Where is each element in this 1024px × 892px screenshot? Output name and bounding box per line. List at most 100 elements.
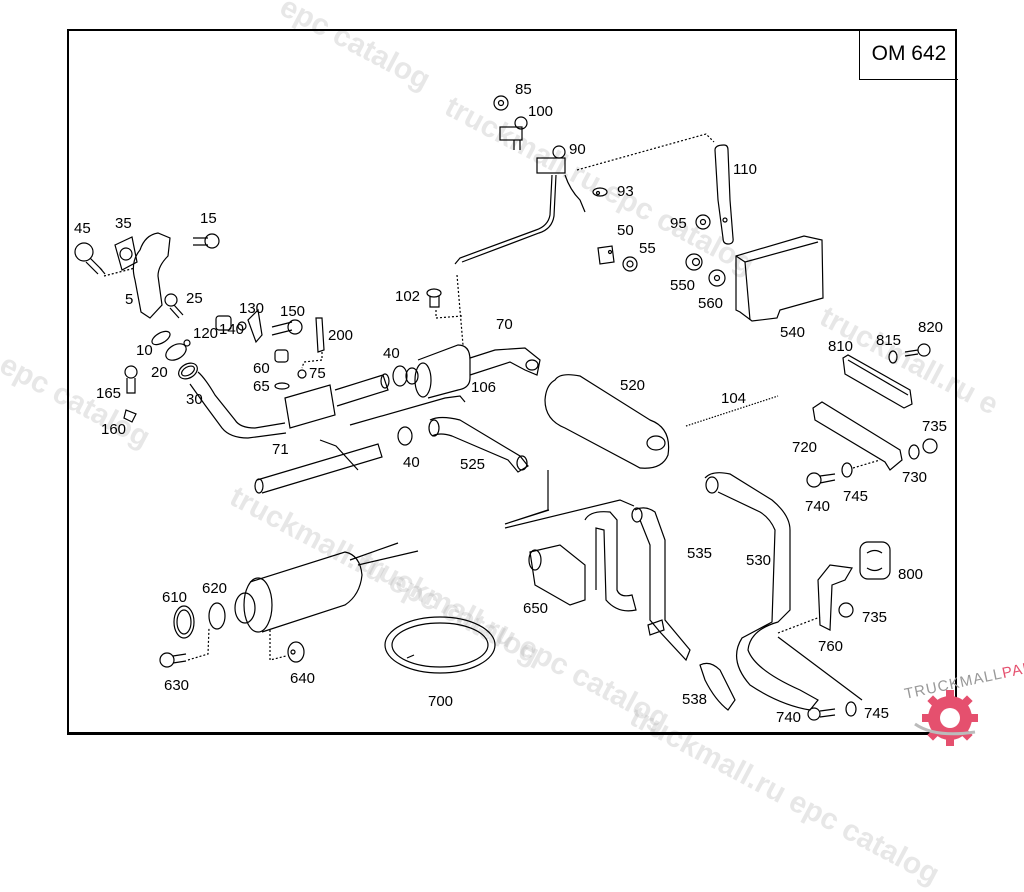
part-label[interactable]: 745 (864, 705, 890, 722)
clamp-40 (397, 426, 413, 446)
part-label[interactable]: 735 (922, 418, 948, 435)
part-label[interactable]: 538 (682, 691, 708, 708)
part-label[interactable]: 810 (828, 338, 854, 355)
engine-code-label: OM 642 (859, 29, 958, 80)
washer-85 (493, 95, 509, 111)
part-label[interactable]: 40 (383, 345, 400, 362)
part-label[interactable]: 90 (569, 141, 586, 158)
part-label[interactable]: 550 (670, 277, 696, 294)
leader-line (777, 636, 863, 701)
part-label[interactable]: 65 (253, 378, 270, 395)
leader-line (269, 630, 287, 661)
front-pipe-edge (189, 383, 287, 439)
part-label[interactable]: 735 (862, 609, 888, 626)
part-label[interactable]: 800 (898, 566, 924, 583)
part-label[interactable]: 40 (403, 454, 420, 471)
part-label[interactable]: 640 (290, 670, 316, 687)
leader-line (187, 627, 210, 661)
part-label[interactable]: 620 (202, 580, 228, 597)
part-label[interactable]: 560 (698, 295, 724, 312)
washer-745 (841, 462, 853, 478)
part-label[interactable]: 650 (523, 600, 549, 617)
part-label[interactable]: 104 (721, 390, 747, 407)
part-label[interactable]: 610 (162, 589, 188, 606)
part-label[interactable]: 525 (460, 456, 486, 473)
part-label[interactable]: 200 (328, 327, 354, 344)
nut-735b (838, 602, 854, 618)
bracket-130 (247, 308, 263, 344)
catalytic-converter (284, 373, 390, 429)
part-label[interactable]: 85 (515, 81, 532, 98)
leader-line (777, 616, 821, 634)
bolt-630 (159, 652, 187, 668)
part-label[interactable]: 745 (843, 488, 869, 505)
part-label[interactable]: 160 (101, 421, 127, 438)
part-label[interactable]: 530 (746, 552, 772, 569)
part-label[interactable]: 165 (96, 385, 122, 402)
pipe-525 (428, 416, 529, 473)
silencer-650 (528, 511, 637, 612)
bolt-165 (124, 365, 138, 394)
part-label[interactable]: 30 (186, 391, 203, 408)
part-label[interactable]: 140 (219, 321, 245, 338)
part-label[interactable]: 150 (280, 303, 306, 320)
rod-106 (349, 395, 466, 426)
part-label[interactable]: 10 (136, 342, 153, 359)
part-label[interactable]: 630 (164, 677, 190, 694)
heat-shield-540 (735, 235, 824, 322)
part-label[interactable]: 25 (186, 290, 203, 307)
part-label[interactable]: 93 (617, 183, 634, 200)
bolt-820 (904, 343, 931, 357)
part-label[interactable]: 540 (780, 324, 806, 341)
part-label[interactable]: 75 (309, 365, 326, 382)
clip-pipe-535 (647, 619, 665, 636)
part-label[interactable]: 760 (818, 638, 844, 655)
washer-745b (845, 701, 857, 717)
part-label[interactable]: 20 (151, 364, 168, 381)
part-label[interactable]: 106 (471, 379, 497, 396)
bolt-45 (74, 242, 106, 275)
grommet-640 (287, 641, 305, 663)
gasket-120 (215, 315, 232, 331)
part-label[interactable]: 130 (239, 300, 265, 317)
truckmall-parts-logo: TRUCKMALLPARTS (895, 654, 1024, 750)
clip-93 (592, 187, 608, 197)
part-label[interactable]: 100 (528, 103, 554, 120)
part-label[interactable]: 35 (115, 215, 132, 232)
tailpipe-530 (704, 472, 819, 711)
part-label[interactable]: 815 (876, 332, 902, 349)
part-label[interactable]: 535 (687, 545, 713, 562)
part-label[interactable]: 730 (902, 469, 928, 486)
part-label[interactable]: 5 (125, 291, 134, 308)
part-label[interactable]: 700 (428, 693, 454, 710)
part-label[interactable]: 120 (193, 325, 219, 342)
part-label[interactable]: 70 (496, 316, 513, 333)
leader-line (852, 459, 881, 469)
pressure-sensor-100 (499, 116, 528, 150)
leader-line (504, 499, 635, 529)
part-label[interactable]: 740 (805, 498, 831, 515)
hanger-760 (817, 564, 853, 631)
part-label[interactable]: 102 (395, 288, 421, 305)
exhaust-pipe-5 (132, 232, 171, 319)
sensor-hose-102 (454, 174, 553, 265)
leader-line (103, 267, 136, 277)
part-label[interactable]: 820 (918, 319, 944, 336)
part-label[interactable]: 740 (776, 709, 802, 726)
part-label[interactable]: 50 (617, 222, 634, 239)
part-label[interactable]: 110 (733, 161, 757, 178)
part-label[interactable]: 55 (639, 240, 656, 257)
bracket-810 (842, 354, 913, 409)
bracket-110 (714, 144, 734, 245)
gasket-35 (114, 236, 138, 271)
part-label[interactable]: 15 (200, 210, 217, 227)
part-label[interactable]: 720 (792, 439, 818, 456)
front-pipe-30 (197, 371, 286, 429)
part-label[interactable]: 71 (272, 441, 289, 458)
part-label[interactable]: 45 (74, 220, 91, 237)
part-label[interactable]: 60 (253, 360, 270, 377)
diagram-frame (67, 29, 957, 735)
part-label[interactable]: 95 (670, 215, 687, 232)
part-label[interactable]: 520 (620, 377, 646, 394)
washer-140 (237, 321, 247, 331)
